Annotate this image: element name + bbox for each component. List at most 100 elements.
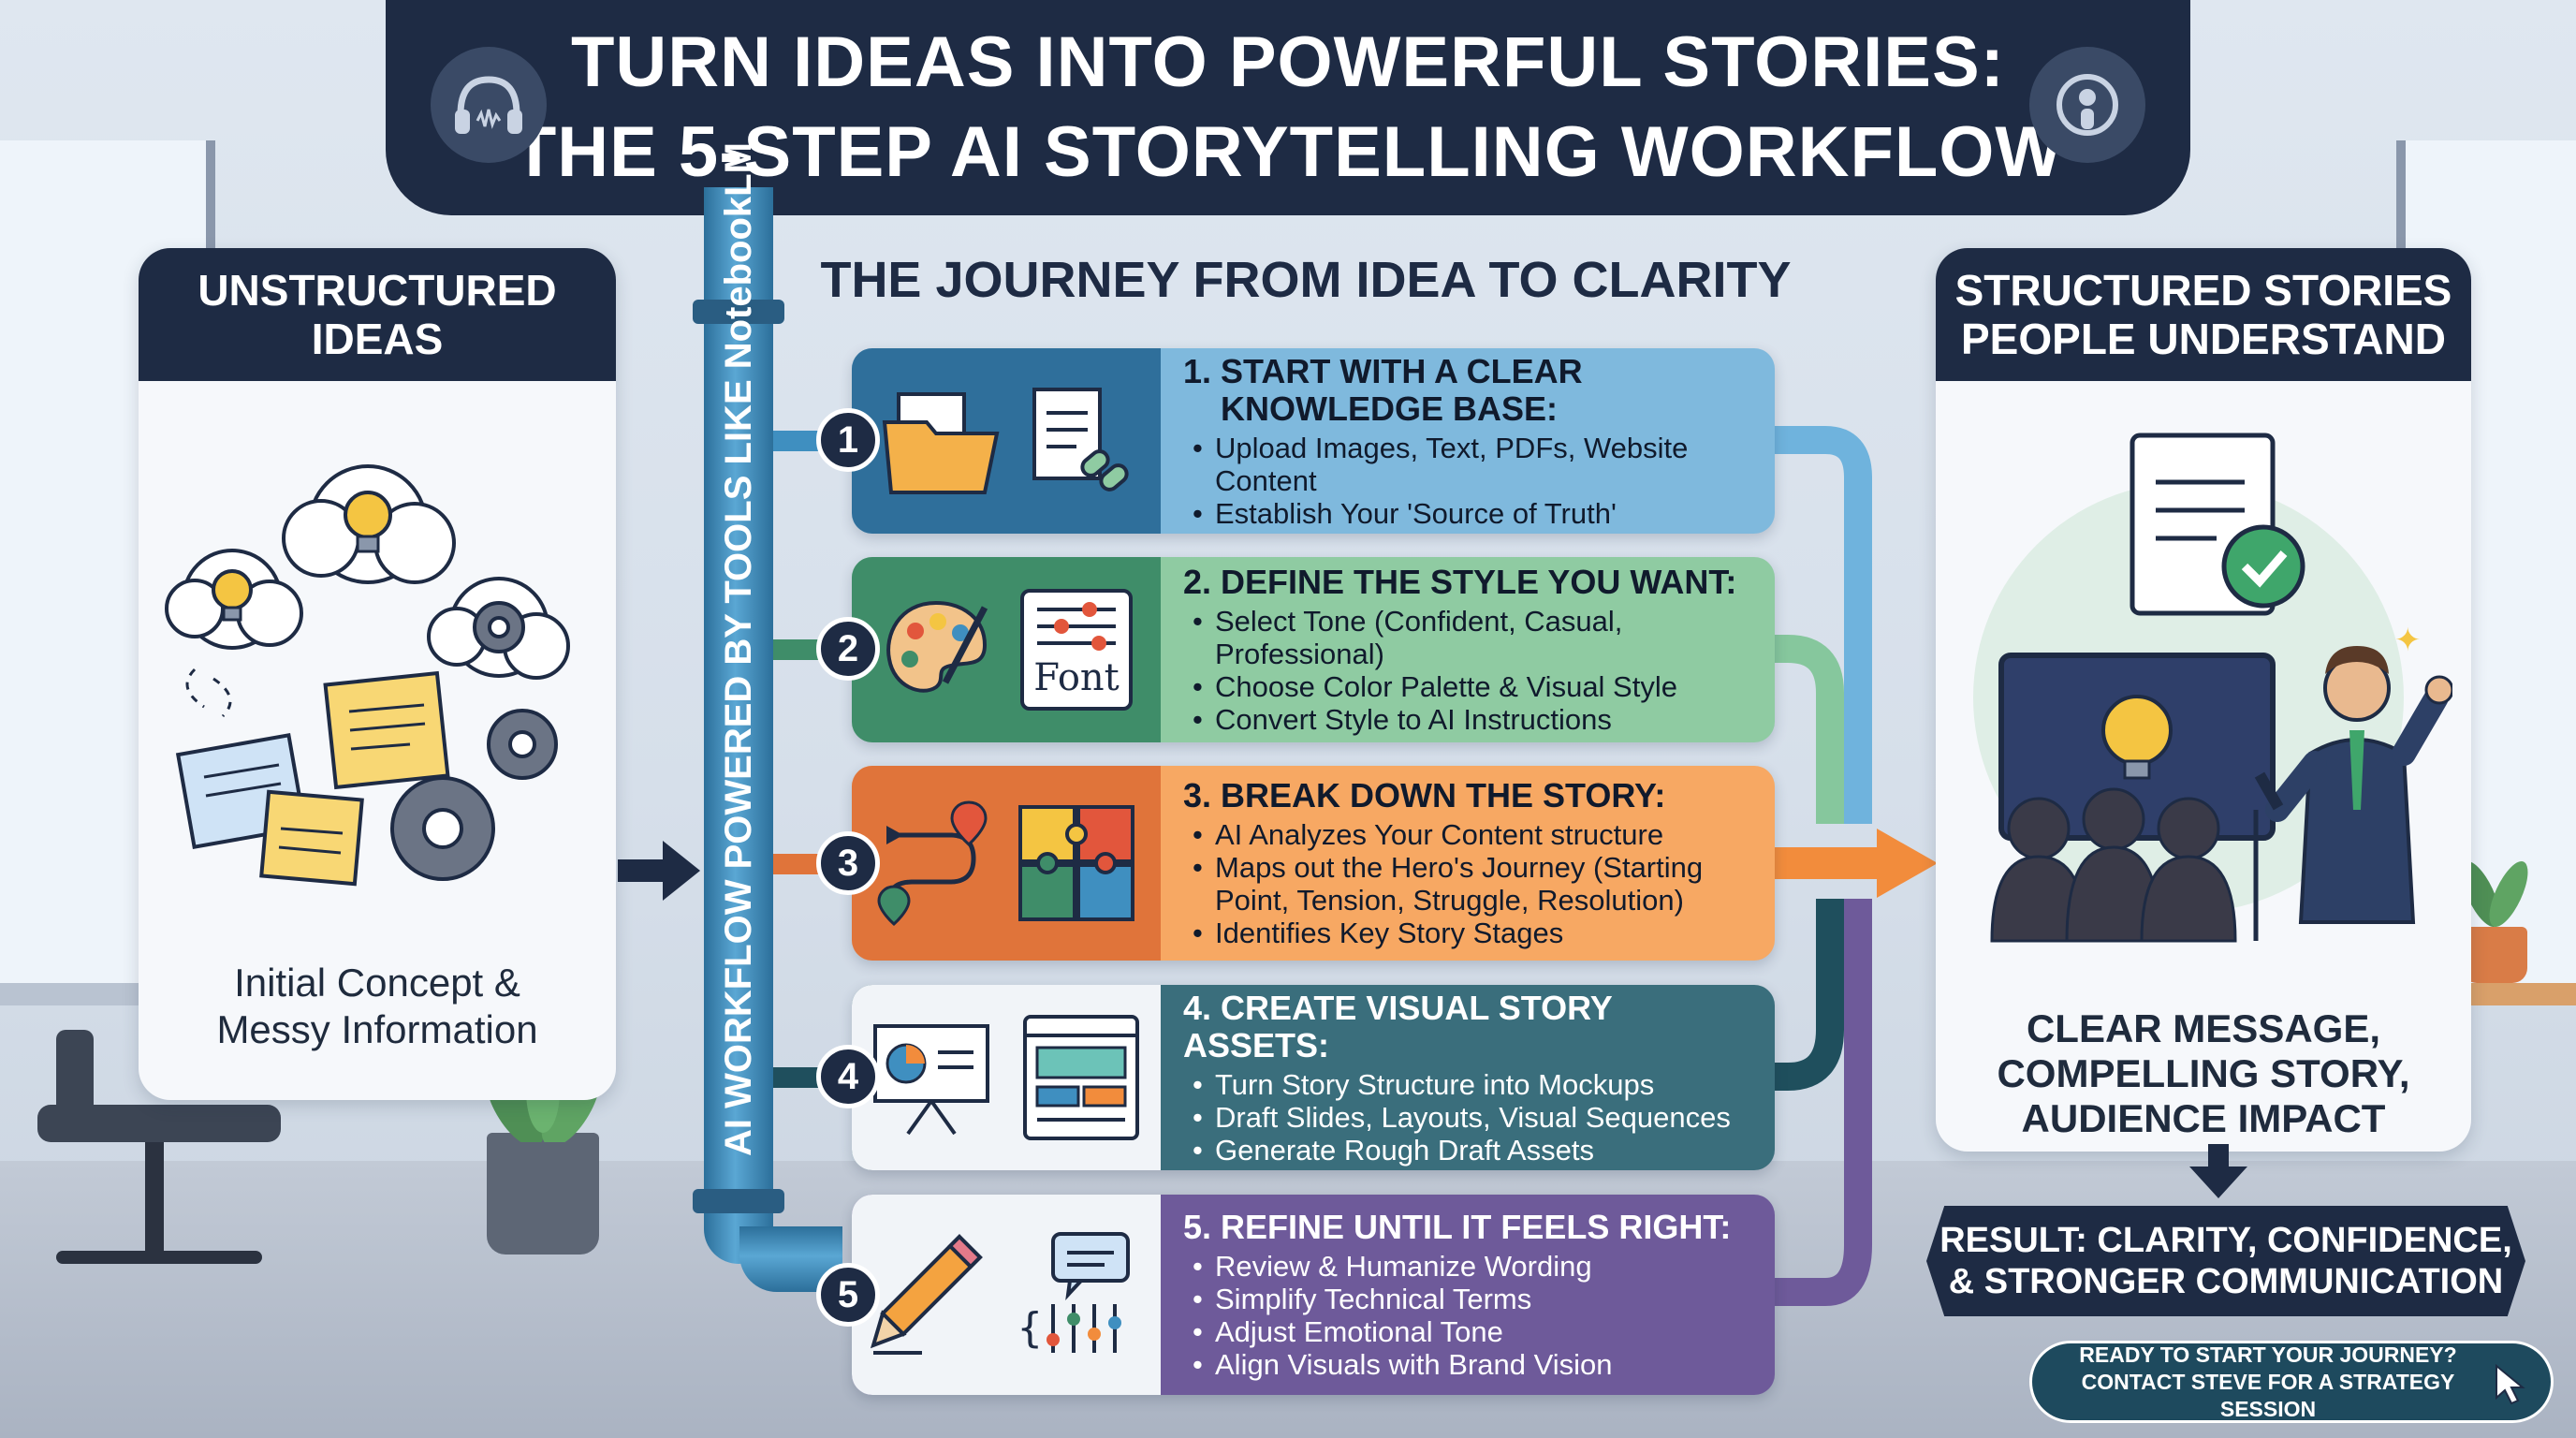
left-caption-line2: Messy Information xyxy=(216,1007,538,1051)
presentation-board-icon xyxy=(873,1024,989,1136)
step-2-title: 2. DEFINE THE STYLE YOU WANT: xyxy=(1183,563,1737,601)
step-2-icons: Font xyxy=(852,557,1161,742)
step-2-number: 2 xyxy=(816,617,880,681)
step-1-text: 1. START WITH A CLEAR KNOWLEDGE BASE: Up… xyxy=(1161,348,1775,534)
result-banner: RESULT: CLARITY, CONFIDENCE, & STRONGER … xyxy=(1926,1206,2525,1316)
step-2-bullet: Convert Style to AI Instructions xyxy=(1183,703,1752,736)
journey-title: THE JOURNEY FROM IDEA TO CLARITY xyxy=(820,252,1792,308)
step-1-card: 1. START WITH A CLEAR KNOWLEDGE BASE: Up… xyxy=(852,348,1775,534)
step-4-icons xyxy=(852,985,1161,1170)
left-caption: Initial Concept & Messy Information xyxy=(139,960,616,1053)
layout-window-icon xyxy=(1023,1015,1139,1140)
result-line2: & STRONGER COMMUNICATION xyxy=(1948,1262,2504,1301)
office-chair-seat xyxy=(37,1105,281,1142)
step-4-bullets: Turn Story Structure into Mockups Draft … xyxy=(1183,1068,1752,1167)
step-5-card: { 5. REFINE UNTIL IT FEELS RIGHT: Review… xyxy=(852,1195,1775,1395)
step-4-number: 4 xyxy=(816,1045,880,1108)
step-5-bullet: Review & Humanize Wording xyxy=(1183,1250,1752,1283)
step-5-bullet: Adjust Emotional Tone xyxy=(1183,1315,1752,1348)
chat-equalizer-icon: { xyxy=(1017,1232,1130,1353)
puzzle-icon xyxy=(1018,805,1134,921)
folder-icon xyxy=(882,392,1000,494)
document-link-icon xyxy=(1032,388,1129,492)
step-2-text: 2. DEFINE THE STYLE YOU WANT: Select Ton… xyxy=(1161,557,1775,742)
svg-text:{: { xyxy=(1017,1304,1043,1352)
desk-right xyxy=(2462,983,2576,1005)
page-title-line2: THE 5-STEP AI STORYTELLING WORKFLOW xyxy=(512,112,2064,192)
plant-pot-right xyxy=(2462,927,2527,983)
document-check-icon xyxy=(2130,433,2305,616)
arrow-down-icon xyxy=(2189,1144,2247,1198)
unstructured-ideas-panel: UNSTRUCTURED IDEAS xyxy=(139,248,616,1100)
lightbulb-icon xyxy=(212,491,392,622)
cta-line1: READY TO START YOUR JOURNEY? xyxy=(2079,1342,2457,1367)
step-5-title: 5. REFINE UNTIL IT FEELS RIGHT: xyxy=(1183,1208,1732,1246)
right-heading-line1: STRUCTURED STORIES xyxy=(1954,266,2452,315)
step-5-icons: { xyxy=(852,1195,1161,1395)
step-3-bullet: Identifies Key Story Stages xyxy=(1183,917,1752,949)
header-banner: TURN IDEAS INTO POWERFUL STORIES: THE 5-… xyxy=(386,0,2190,215)
step-5-bullet: Align Visuals with Brand Vision xyxy=(1183,1348,1752,1381)
right-heading-line2: PEOPLE UNDERSTAND xyxy=(1961,315,2446,363)
presenter-audience-icon: ✦ xyxy=(1973,433,2452,943)
gear-icon xyxy=(390,601,558,881)
step-3-bullet-continuation: Point, Tension, Struggle, Resolution) xyxy=(1183,884,1752,917)
unstructured-ideas-heading: UNSTRUCTURED IDEAS xyxy=(139,248,616,381)
page-title-line1: TURN IDEAS INTO POWERFUL STORIES: xyxy=(570,22,2005,102)
step-3-number: 3 xyxy=(816,831,880,895)
step-4-card: 4. CREATE VISUAL STORY ASSETS: Turn Stor… xyxy=(852,985,1775,1170)
step-3-bullets: AI Analyzes Your Content structure Maps … xyxy=(1183,818,1752,949)
step-1-icons xyxy=(852,348,1161,534)
step-3-bullet: AI Analyzes Your Content structure xyxy=(1183,818,1752,851)
step-1-title-line2: KNOWLEDGE BASE: xyxy=(1221,389,1558,428)
messy-ideas-illustration-icon xyxy=(165,464,570,887)
cta-line2: CONTACT STEVE FOR A STRATEGY SESSION xyxy=(2081,1369,2455,1421)
step-4-title: 4. CREATE VISUAL STORY ASSETS: xyxy=(1183,988,1613,1064)
arrow-right-icon xyxy=(618,841,700,901)
pencil-icon xyxy=(870,1234,983,1355)
plant-pot-left xyxy=(487,1133,599,1255)
office-chair-leg xyxy=(145,1142,164,1255)
step-1-bullets: Upload Images, Text, PDFs, Website Conte… xyxy=(1183,432,1752,530)
step-5-number: 5 xyxy=(816,1263,880,1327)
step-4-bullet: Generate Rough Draft Assets xyxy=(1183,1134,1752,1167)
step-1-bullet: Establish Your 'Source of Truth' xyxy=(1183,497,1752,530)
step-3-card: 3. BREAK DOWN THE STORY: AI Analyzes You… xyxy=(852,766,1775,961)
step-5-bullet: Simplify Technical Terms xyxy=(1183,1283,1752,1315)
step-3-title: 3. BREAK DOWN THE STORY: xyxy=(1183,776,1666,814)
structured-stories-heading: STRUCTURED STORIES PEOPLE UNDERSTAND xyxy=(1936,248,2471,381)
structured-stories-panel: STRUCTURED STORIES PEOPLE UNDERSTAND xyxy=(1936,248,2471,1152)
step-5-text: 5. REFINE UNTIL IT FEELS RIGHT: Review &… xyxy=(1161,1195,1775,1395)
contact-cta-button[interactable]: READY TO START YOUR JOURNEY? CONTACT STE… xyxy=(2029,1341,2554,1423)
step-4-text: 4. CREATE VISUAL STORY ASSETS: Turn Stor… xyxy=(1161,985,1775,1170)
right-caption: CLEAR MESSAGE, COMPELLING STORY, AUDIENC… xyxy=(1936,1006,2471,1141)
step-1-title: 1. START WITH A CLEAR KNOWLEDGE BASE: xyxy=(1183,352,1752,428)
page-title: TURN IDEAS INTO POWERFUL STORIES: THE 5-… xyxy=(513,18,2063,198)
font-label: Font xyxy=(1033,656,1120,699)
cursor-icon xyxy=(2496,1364,2525,1405)
step-2-card: Font 2. DEFINE THE STYLE YOU WANT: Selec… xyxy=(852,557,1775,742)
headphones-icon xyxy=(431,47,547,163)
right-caption-line2: COMPELLING STORY, xyxy=(1997,1051,2410,1095)
step-3-text: 3. BREAK DOWN THE STORY: AI Analyzes You… xyxy=(1161,766,1775,961)
step-3-icons xyxy=(852,766,1161,961)
step-4-bullet: Turn Story Structure into Mockups xyxy=(1183,1068,1752,1101)
svg-text:✦: ✦ xyxy=(2394,623,2422,658)
sliders-font-icon: Font xyxy=(1020,589,1133,711)
step-2-bullet: Select Tone (Confident, Casual, Professi… xyxy=(1183,605,1752,670)
right-caption-line1: CLEAR MESSAGE, xyxy=(2026,1006,2381,1050)
pipe-ring xyxy=(693,300,784,324)
step-5-bullets: Review & Humanize Wording Simplify Techn… xyxy=(1183,1250,1752,1381)
step-2-bullets: Select Tone (Confident, Casual, Professi… xyxy=(1183,605,1752,736)
workflow-pipe xyxy=(704,187,773,1264)
pipe-ring xyxy=(693,1189,784,1213)
office-chair-base xyxy=(56,1251,262,1264)
step-1-number: 1 xyxy=(816,408,880,472)
left-caption-line1: Initial Concept & xyxy=(234,961,520,1005)
podcast-icon xyxy=(2029,47,2145,163)
step-4-bullet: Draft Slides, Layouts, Visual Sequences xyxy=(1183,1101,1752,1134)
left-heading-line1: UNSTRUCTURED xyxy=(198,266,557,315)
step-1-bullet: Upload Images, Text, PDFs, Website Conte… xyxy=(1183,432,1752,497)
step-3-bullet: Maps out the Hero's Journey (Starting xyxy=(1183,851,1752,884)
left-heading-line2: IDEAS xyxy=(311,315,444,363)
